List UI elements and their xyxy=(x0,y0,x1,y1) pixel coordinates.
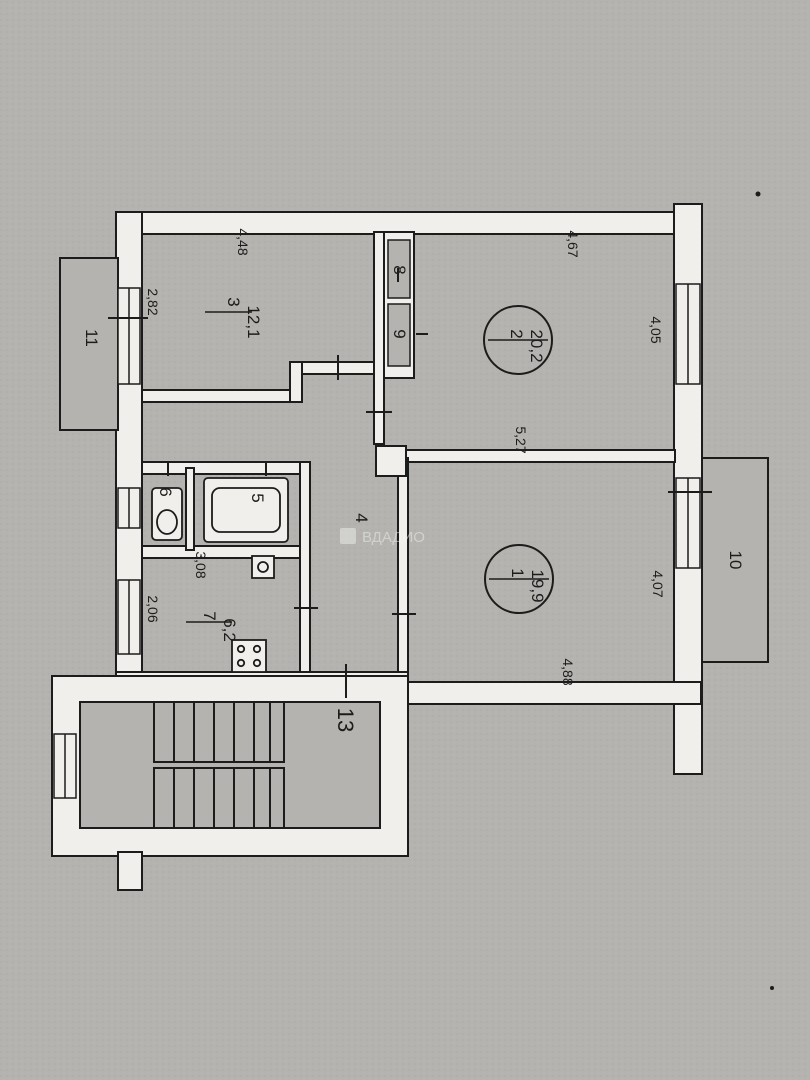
speck xyxy=(770,986,774,990)
room-6-number: 6 xyxy=(156,487,175,496)
dim-room1-width-bottom: 4,88 xyxy=(560,658,576,685)
dim-room1-width: 5,27 xyxy=(513,426,529,453)
room-3-area: 12,1 xyxy=(244,305,263,338)
dim-room2-depth: 4,05 xyxy=(648,316,664,343)
dim-room3-width: 4,48 xyxy=(235,228,251,255)
balcony-10 xyxy=(701,457,769,663)
dim-room7-depth: 2,06 xyxy=(145,595,161,622)
room-7-number: 7 xyxy=(200,611,219,620)
dim-room1-depth: 4,07 xyxy=(650,570,666,597)
sink-icon xyxy=(251,555,275,579)
room-8-number: 8 xyxy=(390,265,409,274)
room-3-number: 3 xyxy=(224,297,243,306)
stairs xyxy=(153,701,285,829)
room-7-area: 6,2 xyxy=(220,618,239,642)
room-2-area: 20,2 xyxy=(527,329,546,362)
room-13-number: 13 xyxy=(333,708,358,732)
room-10-number: 10 xyxy=(726,551,745,570)
room-5-number: 5 xyxy=(248,493,267,502)
watermark-text: ВДАДИО xyxy=(362,529,425,546)
speck xyxy=(755,191,761,197)
balconies xyxy=(59,257,769,663)
column xyxy=(375,445,407,477)
door-ticks xyxy=(108,268,712,698)
area-dividers xyxy=(186,311,549,623)
fixtures xyxy=(151,477,289,673)
room-1-number: 1 xyxy=(508,568,527,577)
balcony-11 xyxy=(59,257,119,431)
room-circles xyxy=(483,305,554,614)
stove-icon xyxy=(231,639,267,673)
dim-room7-width: 3,08 xyxy=(193,551,209,578)
room-11-number: 11 xyxy=(82,329,101,347)
dim-room2-width: 4,67 xyxy=(565,230,581,257)
watermark: ВДАДИО xyxy=(340,528,425,546)
room-1-area: 19,9 xyxy=(528,569,547,602)
room-9-number: 9 xyxy=(390,329,409,338)
room-4-number: 4 xyxy=(352,513,371,522)
room-2-number: 2 xyxy=(507,329,526,338)
closet-interiors xyxy=(387,239,411,367)
dim-room3-depth: 2,82 xyxy=(145,288,161,315)
